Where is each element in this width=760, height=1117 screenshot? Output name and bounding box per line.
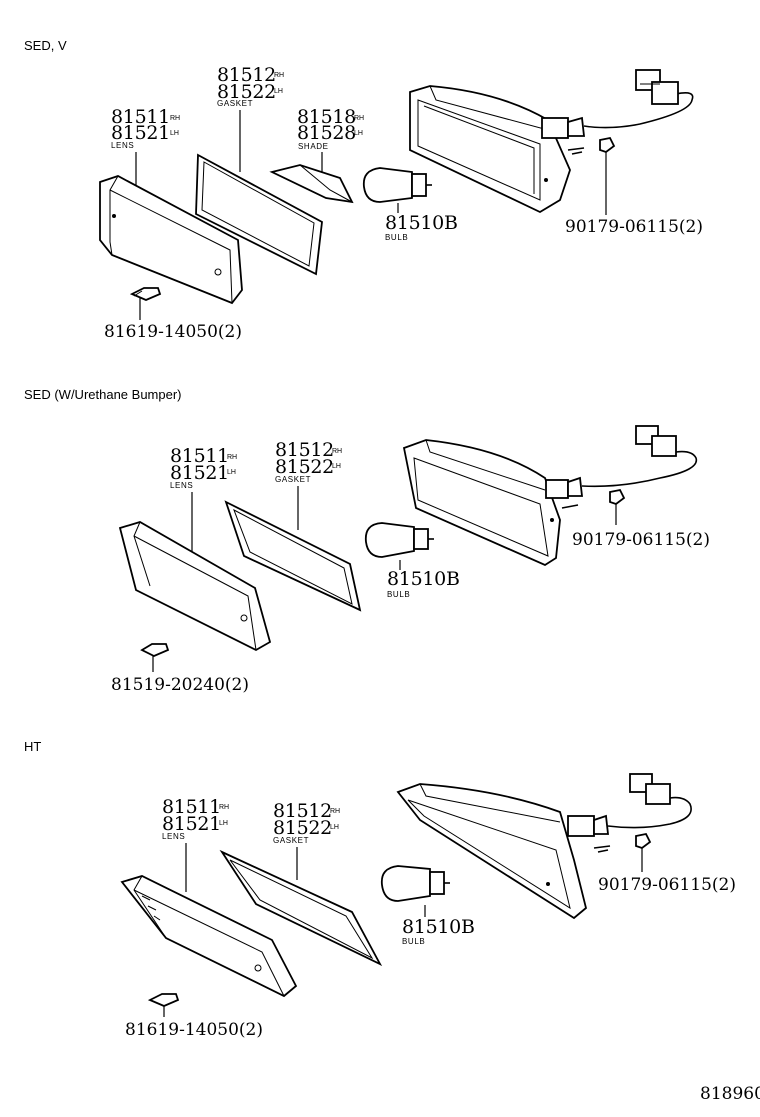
section-ht: HT 81511 RH 81521 LH LENS 81512 RH 81522… [24,739,736,1040]
bulb-drawing [380,865,450,902]
lens-label: LENS [170,481,193,490]
housing-drawing [402,439,584,567]
gasket-note-rh: RH [274,72,284,79]
screw-pn: 81619-14050(2) [104,322,242,342]
lens-drawing [99,175,243,305]
lens-pn-lh: 81521 [170,462,229,484]
lens-note-rh: RH [219,804,229,811]
bulb-label: BULB [385,233,408,242]
gasket-label: GASKET [217,99,253,108]
shade-drawing [269,164,354,204]
gasket-pn-lh: 81522 [217,81,276,103]
bulb-drawing [362,167,432,203]
nut-drawing [609,488,626,506]
gasket-pn-rh: 81512 [273,800,332,822]
housing-drawing [396,783,611,920]
gasket-pn-rh: 81512 [275,439,334,461]
section-title: HT [24,739,41,754]
shade-pn-rh: 81518 [297,106,356,128]
bulb-pn: 81510B [385,212,458,234]
bulb-pn: 81510B [387,568,460,590]
shade-label: SHADE [298,142,329,151]
gasket-pn-lh: 81522 [275,456,334,478]
section-title: SED, V [24,38,67,53]
wire-connector-drawing [581,425,698,488]
lens-note-rh: RH [170,115,180,122]
housing-drawing [409,85,586,214]
screw-drawing [140,643,170,657]
bulb-pn: 81510B [402,916,475,938]
shade-note-rh: RH [354,115,364,122]
lens-note-rh: RH [227,454,237,461]
gasket-note-lh: LH [274,88,283,95]
gasket-drawing [224,500,362,612]
screw-drawing [129,287,162,301]
lens-note-lh: LH [219,820,228,827]
gasket-pn-lh: 81522 [273,817,332,839]
gasket-drawing [219,849,383,967]
nut-drawing [635,832,652,850]
gasket-label: GASKET [273,836,309,845]
nut-pn: 90179-06115(2) [598,875,736,895]
lens-pn-rh: 81511 [111,106,170,128]
wire-connector-drawing [583,69,694,129]
lens-note-lh: LH [170,130,179,137]
nut-pn: 90179-06115(2) [572,530,710,550]
nut-pn: 90179-06115(2) [565,217,703,237]
shade-note-lh: LH [354,130,363,137]
bulb-drawing [364,522,434,558]
gasket-label: GASKET [275,475,311,484]
lens-note-lh: LH [227,469,236,476]
gasket-note-rh: RH [332,448,342,455]
lens-pn-lh: 81521 [162,813,221,835]
lens-pn-lh: 81521 [111,122,170,144]
lens-pn-rh: 81511 [170,445,229,467]
nut-drawing [599,136,616,154]
section-sed-v: SED, V 81512 RH 81522 LH GASKET 81511 RH… [24,38,703,342]
lens-label: LENS [111,141,134,150]
section-title: SED (W/Urethane Bumper) [24,387,182,402]
gasket-note-rh: RH [330,808,340,815]
lens-drawing [118,521,272,652]
gasket-drawing [195,153,323,276]
section-sed-urethane: SED (W/Urethane Bumper) 81511 RH 81521 L… [24,387,710,695]
lens-drawing [120,875,298,998]
gasket-note-lh: LH [332,463,341,470]
wire-connector-drawing [607,773,692,829]
screw-drawing [147,993,180,1007]
diagram-id: 818960 [700,1084,760,1104]
gasket-note-lh: LH [330,824,339,831]
screw-pn: 81619-14050(2) [125,1020,263,1040]
lens-pn-rh: 81511 [162,796,221,818]
bulb-label: BULB [387,590,410,599]
screw-pn: 81519-20240(2) [111,675,249,695]
lens-label: LENS [162,832,185,841]
bulb-label: BULB [402,937,425,946]
shade-pn-lh: 81528 [297,122,356,144]
gasket-pn-rh: 81512 [217,64,276,86]
